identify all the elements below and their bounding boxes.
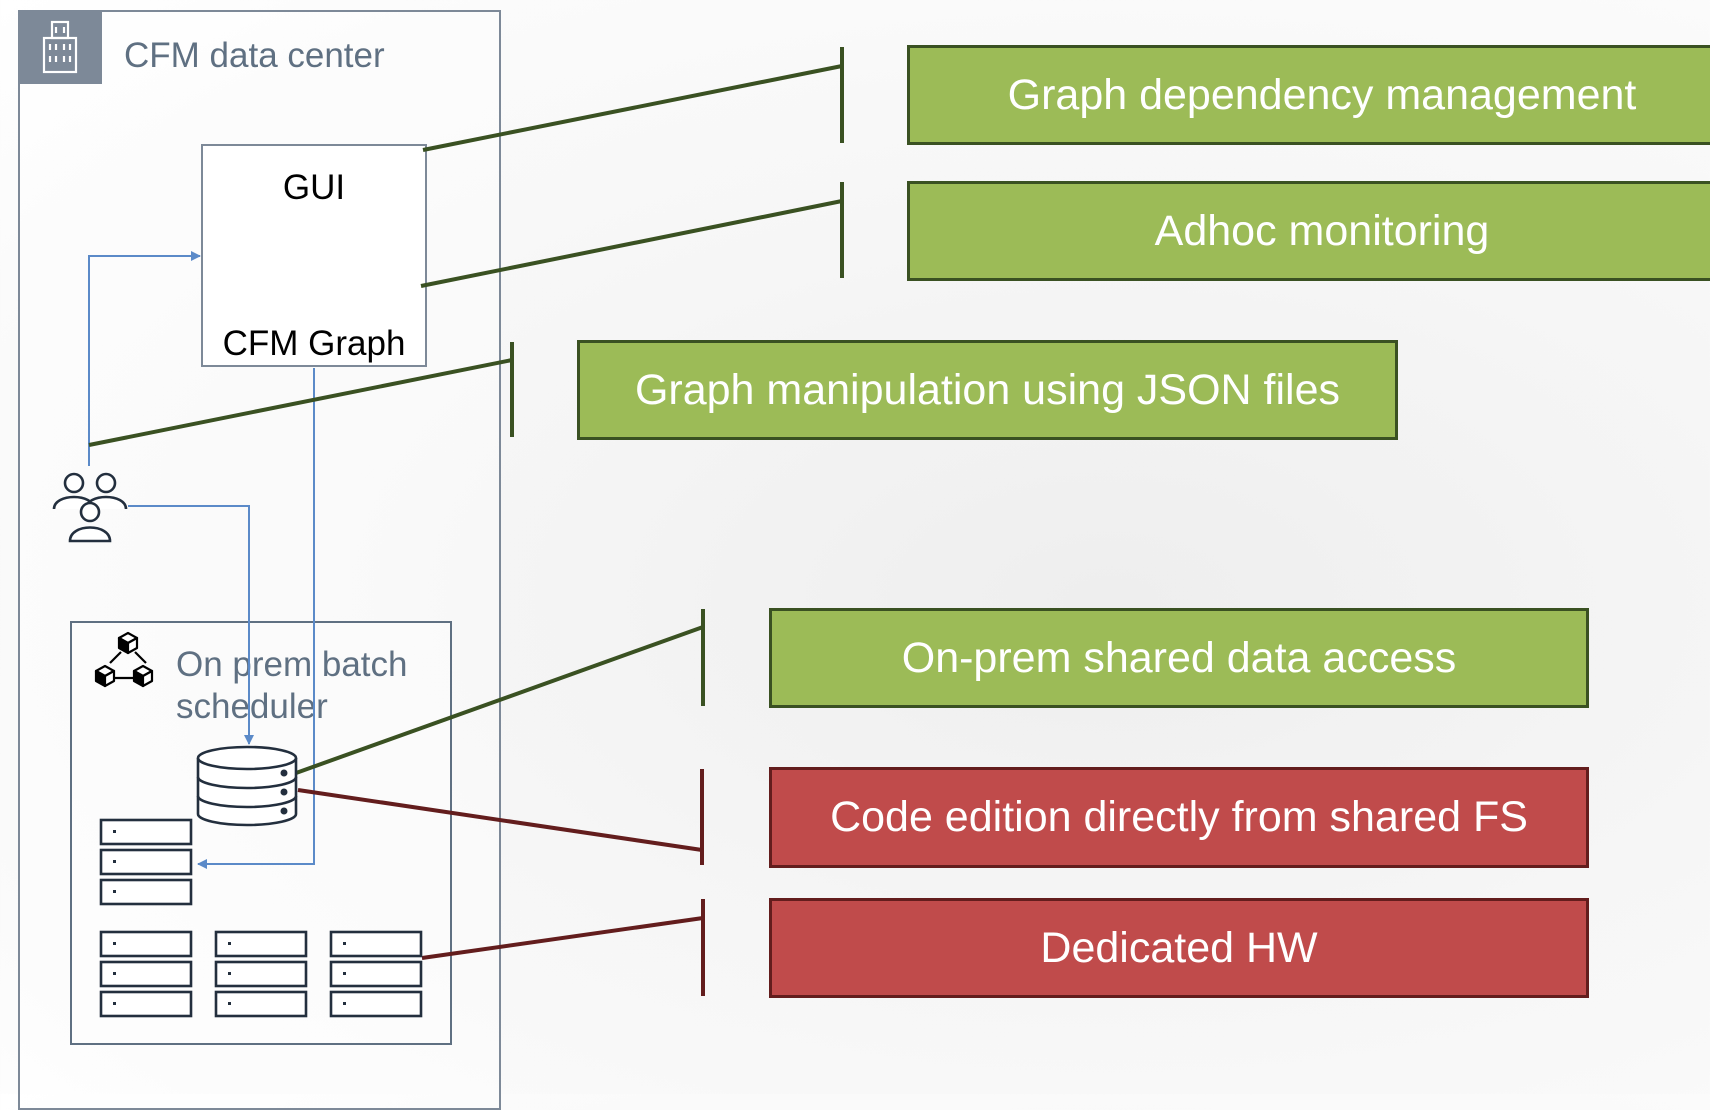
callout-line-dedicated-hw xyxy=(421,916,704,960)
users-to-storage-arrow xyxy=(128,505,254,745)
server-rack-icon xyxy=(99,930,193,1018)
cluster-icon xyxy=(94,631,154,688)
server-rack-icon xyxy=(214,930,308,1018)
server-rack-icon xyxy=(99,818,193,906)
users-icon xyxy=(52,472,128,543)
database-icon xyxy=(196,745,298,827)
feature-on-prem-shared-data-access: On-prem shared data access xyxy=(769,608,1589,708)
gui-label: GUI xyxy=(282,168,346,207)
datacenter-title: CFM data center xyxy=(124,36,385,75)
callout-line-code-edition xyxy=(297,788,703,852)
feature-code-edition-shared-fs: Code edition directly from shared FS xyxy=(769,767,1589,868)
callout-line-monitoring xyxy=(420,199,843,288)
cfm-graph-label: CFM Graph xyxy=(222,324,406,363)
server-rack-icon xyxy=(329,930,423,1018)
callout-line-shared-data xyxy=(295,625,704,775)
cfm-graph-box xyxy=(201,144,427,367)
graph-to-servers-arrow xyxy=(197,368,315,869)
callout-line-dependency xyxy=(422,64,843,152)
users-to-gui-arrow xyxy=(88,251,201,466)
feature-adhoc-monitoring: Adhoc monitoring xyxy=(907,181,1710,281)
feature-dedicated-hw: Dedicated HW xyxy=(769,898,1589,998)
scheduler-title: On prem batch scheduler xyxy=(176,645,408,726)
feature-graph-dependency-management: Graph dependency management xyxy=(907,45,1710,145)
callout-line-json xyxy=(88,358,513,447)
building-icon xyxy=(42,20,78,74)
datacenter-badge xyxy=(18,10,102,84)
feature-graph-manipulation-json: Graph manipulation using JSON files xyxy=(577,340,1398,440)
